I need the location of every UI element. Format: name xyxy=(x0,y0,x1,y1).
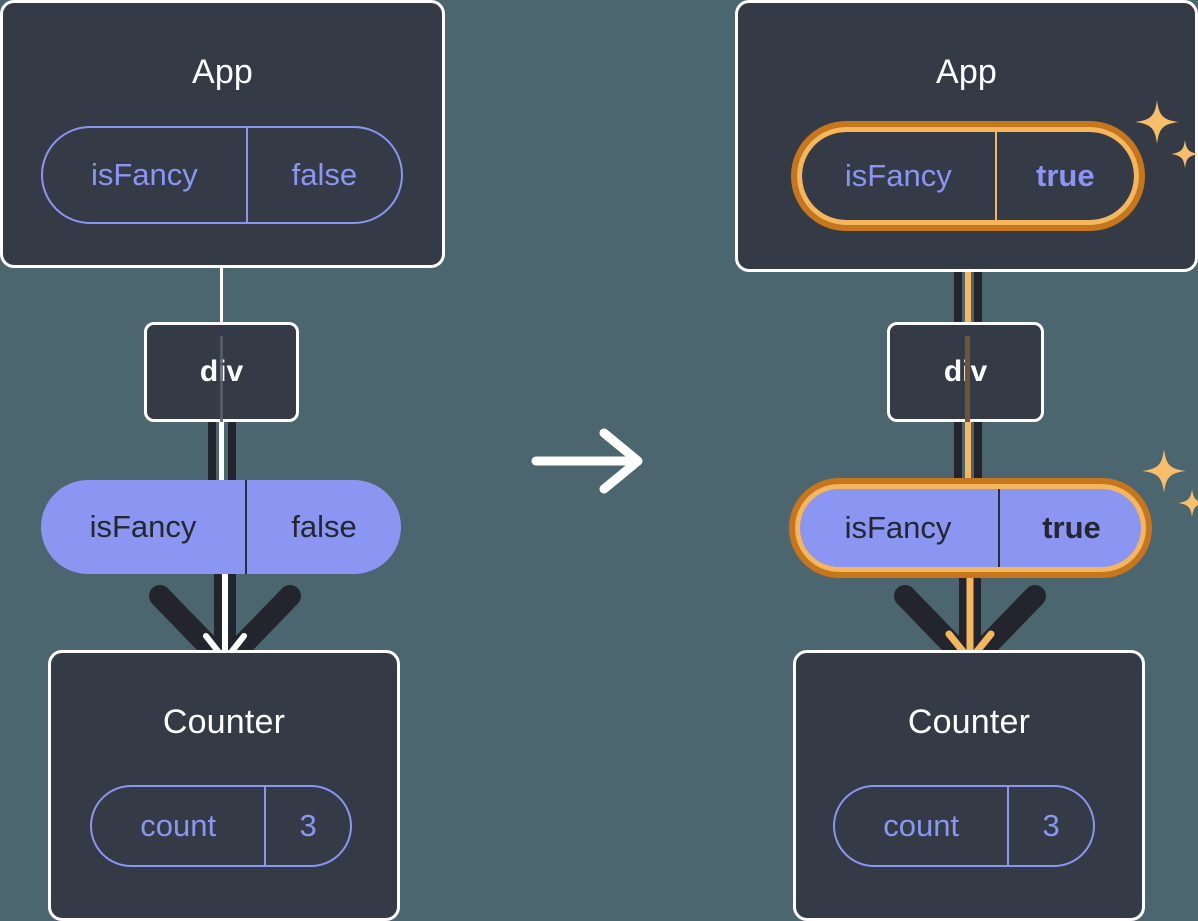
panel-after: App isFancy true div isFancy true xyxy=(735,0,1198,921)
edge-through-div-r xyxy=(965,336,970,422)
app-title-r: App xyxy=(935,53,998,91)
edge-through-div xyxy=(220,336,223,422)
counter-state-pill-name-r: count xyxy=(883,808,960,843)
edge-div-to-prop-left-shadow xyxy=(208,420,216,482)
prop-pill-value: false xyxy=(245,480,401,574)
arrow-prop-to-counter xyxy=(140,568,310,678)
app-state-pill-value: false xyxy=(245,128,401,222)
arrow-prop-to-counter-r xyxy=(885,568,1055,678)
sparkle-group-prop xyxy=(1140,445,1198,535)
app-title: App xyxy=(191,53,254,91)
prop-pill-value-r: true xyxy=(998,487,1143,569)
app-state-pill-name: isFancy xyxy=(90,157,198,192)
panel-before: App isFancy false div isFancy false xyxy=(0,0,445,921)
counter-state-pill[interactable]: count 3 xyxy=(90,785,352,867)
edge-div-to-prop xyxy=(219,420,224,482)
prop-pill[interactable]: isFancy false xyxy=(41,480,401,574)
edge-div-to-prop-r xyxy=(965,420,971,482)
edge-app-to-div xyxy=(220,262,223,324)
prop-pill-r[interactable]: isFancy true xyxy=(798,487,1143,569)
counter-state-pill-value-r: 3 xyxy=(1007,787,1093,865)
app-state-pill-value-r: true xyxy=(994,132,1134,220)
edge-div-to-prop-right-shadow xyxy=(228,420,236,482)
prop-pill-name-r: isFancy xyxy=(844,510,952,545)
edge-div-to-prop-left-shadow-r xyxy=(954,420,962,482)
app-state-pill-name-r: isFancy xyxy=(844,158,952,193)
counter-title: Counter xyxy=(162,703,286,741)
counter-state-pill-r[interactable]: count 3 xyxy=(833,785,1095,867)
counter-state-pill-value: 3 xyxy=(264,787,350,865)
app-state-pill-r[interactable]: isFancy true xyxy=(800,130,1136,222)
counter-state-pill-name: count xyxy=(140,808,217,843)
prop-pill-name: isFancy xyxy=(89,509,197,544)
transition-arrow-right-icon xyxy=(530,425,650,497)
edge-div-to-prop-right-shadow-r xyxy=(974,420,982,482)
counter-component-box-r: Counter xyxy=(793,650,1145,921)
app-state-pill[interactable]: isFancy false xyxy=(41,126,403,224)
counter-title-r: Counter xyxy=(907,703,1031,741)
